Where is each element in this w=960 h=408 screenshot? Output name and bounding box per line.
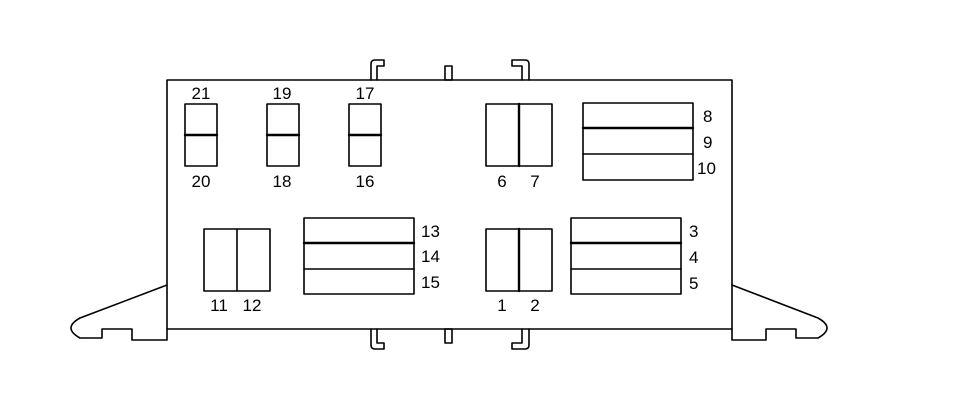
cavity-label-8: 8	[703, 107, 712, 126]
left-mounting-ear	[70, 284, 168, 341]
cavity-label-18: 18	[273, 172, 292, 191]
bottom-latch-right	[511, 328, 530, 350]
relay-stack-8-9-10	[582, 102, 694, 181]
cavity-label-10: 10	[697, 159, 716, 178]
cavity-label-13: 13	[421, 222, 440, 241]
cavity-label-3: 3	[689, 222, 698, 241]
cavity-label-9: 9	[703, 133, 712, 152]
bottom-key-center	[444, 328, 453, 344]
cavity-label-17: 17	[356, 84, 375, 103]
bottom-latch-left	[370, 328, 385, 350]
top-latch-right	[511, 59, 530, 81]
cavity-label-14: 14	[421, 247, 440, 266]
cavity-label-4: 4	[689, 248, 698, 267]
relay-stack-3-4-5	[570, 217, 682, 295]
cavity-label-11: 11	[210, 296, 228, 315]
top-latch-left	[370, 59, 385, 81]
cavity-label-16: 16	[356, 172, 375, 191]
cavity-label-5: 5	[689, 274, 698, 293]
cavity-label-7: 7	[530, 172, 539, 191]
cavity-label-21: 21	[192, 84, 211, 103]
relay-stack-13-14-15	[303, 217, 415, 295]
cavity-label-15: 15	[421, 273, 440, 292]
cavity-label-6: 6	[497, 172, 506, 191]
right-mounting-ear	[731, 284, 828, 341]
cavity-label-12: 12	[243, 296, 262, 315]
cavity-label-1: 1	[497, 296, 506, 315]
cavity-label-20: 20	[192, 172, 211, 191]
cavity-label-2: 2	[530, 296, 539, 315]
cavity-label-19: 19	[273, 84, 292, 103]
top-key-center	[444, 65, 453, 81]
